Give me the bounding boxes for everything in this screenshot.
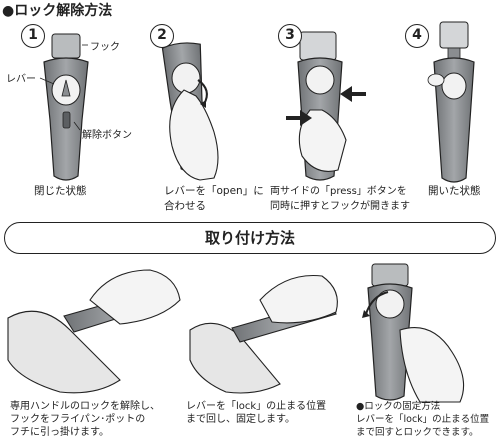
- step-1-caption: 閉じた状態: [34, 184, 87, 199]
- handle-closed-illustration: [39, 33, 89, 181]
- attach-banner: 取り付け方法: [4, 222, 496, 254]
- attach-hook-illustration: [7, 269, 181, 394]
- lever-open-illustration: [161, 42, 219, 181]
- attach-lock-illustration: [189, 274, 338, 394]
- attach-step-2-line-2: まで回し、固定します。: [186, 414, 295, 425]
- press-buttons-illustration: [286, 31, 366, 181]
- attach-title: 取り付け方法: [204, 229, 295, 247]
- lock-release-title: ●ロック解除方法: [2, 3, 113, 19]
- step-2-caption-line-1: レバーを「open」に: [164, 185, 264, 197]
- attach-step-2-caption: レバーを「lock」の止まる位置 まで回し、固定します。: [186, 400, 326, 426]
- attach-step-1-line-2: フックをフライパン･ポットの: [10, 414, 146, 425]
- attach-step-2-line-1: レバーを「lock」の止まる位置: [186, 401, 327, 412]
- step-3-caption: 両サイドの「press」ボタンを 同時に押すとフックが開きます: [270, 184, 410, 214]
- attach-step-3-line-1: ●ロックの固定方法: [356, 401, 441, 412]
- step-2-caption: レバーを「open」に 合わせる: [164, 184, 264, 214]
- step-3-caption-line-2: 同時に押すとフックが開きます: [270, 201, 410, 212]
- attach-step-1-line-1: 専用ハンドルのロックを解除し、: [10, 401, 160, 412]
- attach-step-3-line-3: まで回すとロックできます。: [356, 427, 479, 438]
- attach-step-3-caption: ●ロックの固定方法 レバーを「lock」の止まる位置 まで回すとロックできます。: [356, 400, 489, 439]
- step-number-3: 3: [278, 24, 302, 48]
- step-number-2: 2: [150, 24, 174, 48]
- step-1-caption-line-1: 閉じた状態: [34, 185, 87, 197]
- step-number-1: 1: [21, 24, 45, 48]
- step-2-caption-line-2: 合わせる: [164, 200, 206, 212]
- attach-step-3-line-2: レバーを「lock」の止まる位置: [356, 414, 490, 425]
- step-number-4: 4: [405, 24, 429, 48]
- step-4-caption-line-1: 開いた状態: [428, 185, 481, 197]
- attach-step-1-caption: 専用ハンドルのロックを解除し、 フックをフライパン･ポットの フチに引っ掛けます…: [10, 400, 160, 439]
- release-button-callout: 解除ボタン: [82, 130, 132, 141]
- lever-callout: レバー: [6, 74, 36, 85]
- hook-callout: フック: [90, 42, 120, 53]
- step-3-caption-line-1: 両サイドの「press」ボタンを: [270, 186, 407, 197]
- attach-step-1-line-3: フチに引っ掛けます。: [10, 427, 109, 438]
- step-4-caption: 開いた状態: [428, 184, 481, 199]
- handle-open-illustration: [427, 21, 475, 183]
- lock-detail-illustration: [362, 263, 465, 403]
